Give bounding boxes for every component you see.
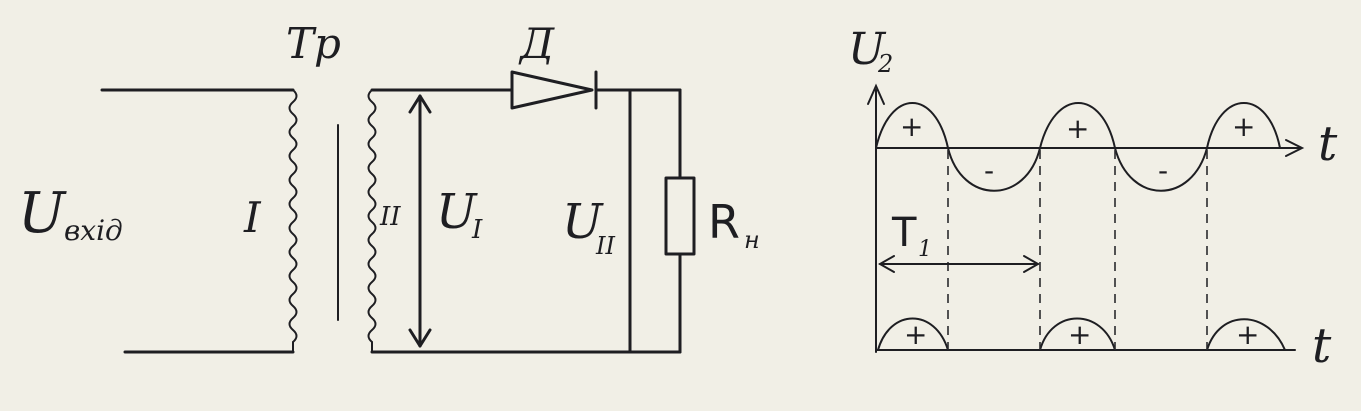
plus-sign: + [1232, 110, 1255, 143]
rectified-wave [877, 317, 1286, 351]
sine-wave [875, 102, 1281, 192]
input-leads [100, 88, 295, 354]
voltage-arrow [408, 94, 432, 348]
x-axis-top-label: t [1318, 116, 1338, 172]
input-voltage-subscript: вхід [64, 214, 123, 247]
plus-sign: + [1068, 318, 1091, 351]
load-resistor [664, 88, 696, 354]
y-axis-subscript: 2 [877, 50, 893, 78]
secondary-wiring [370, 88, 682, 354]
plus-sign: + [1236, 318, 1259, 351]
x-axis-top [875, 139, 1305, 157]
transformer-label: Тр [286, 19, 341, 68]
voltage-i-subscript: I [471, 215, 483, 245]
diode-label: Д [518, 19, 555, 68]
primary-winding [288, 89, 298, 353]
projection-lines [947, 150, 1208, 350]
minus-sign: - [984, 154, 994, 187]
voltage-ii-label: U [562, 194, 604, 250]
y-axis [867, 83, 885, 353]
primary-winding-label: I [243, 193, 262, 242]
period-label: T [891, 210, 917, 256]
voltage-i-label: U [436, 184, 478, 240]
period-subscript: 1 [918, 237, 932, 262]
secondary-winding-label: II [379, 202, 401, 232]
x-axis-bottom-label: t [1312, 318, 1332, 374]
sign-markers: + + + - - + + + [900, 110, 1259, 351]
secondary-winding [367, 89, 377, 353]
minus-sign: - [1158, 154, 1168, 187]
plus-sign: + [1066, 112, 1089, 145]
plus-sign: + [900, 110, 923, 143]
voltage-ii-subscript: II [595, 232, 615, 260]
plus-sign: + [904, 318, 927, 351]
input-voltage-label: U [18, 181, 67, 246]
load-label: R [708, 195, 740, 249]
diode-symbol [510, 70, 598, 110]
y-axis-label: U [848, 24, 887, 75]
load-subscript: н [744, 226, 760, 254]
period-arrow [877, 255, 1041, 273]
